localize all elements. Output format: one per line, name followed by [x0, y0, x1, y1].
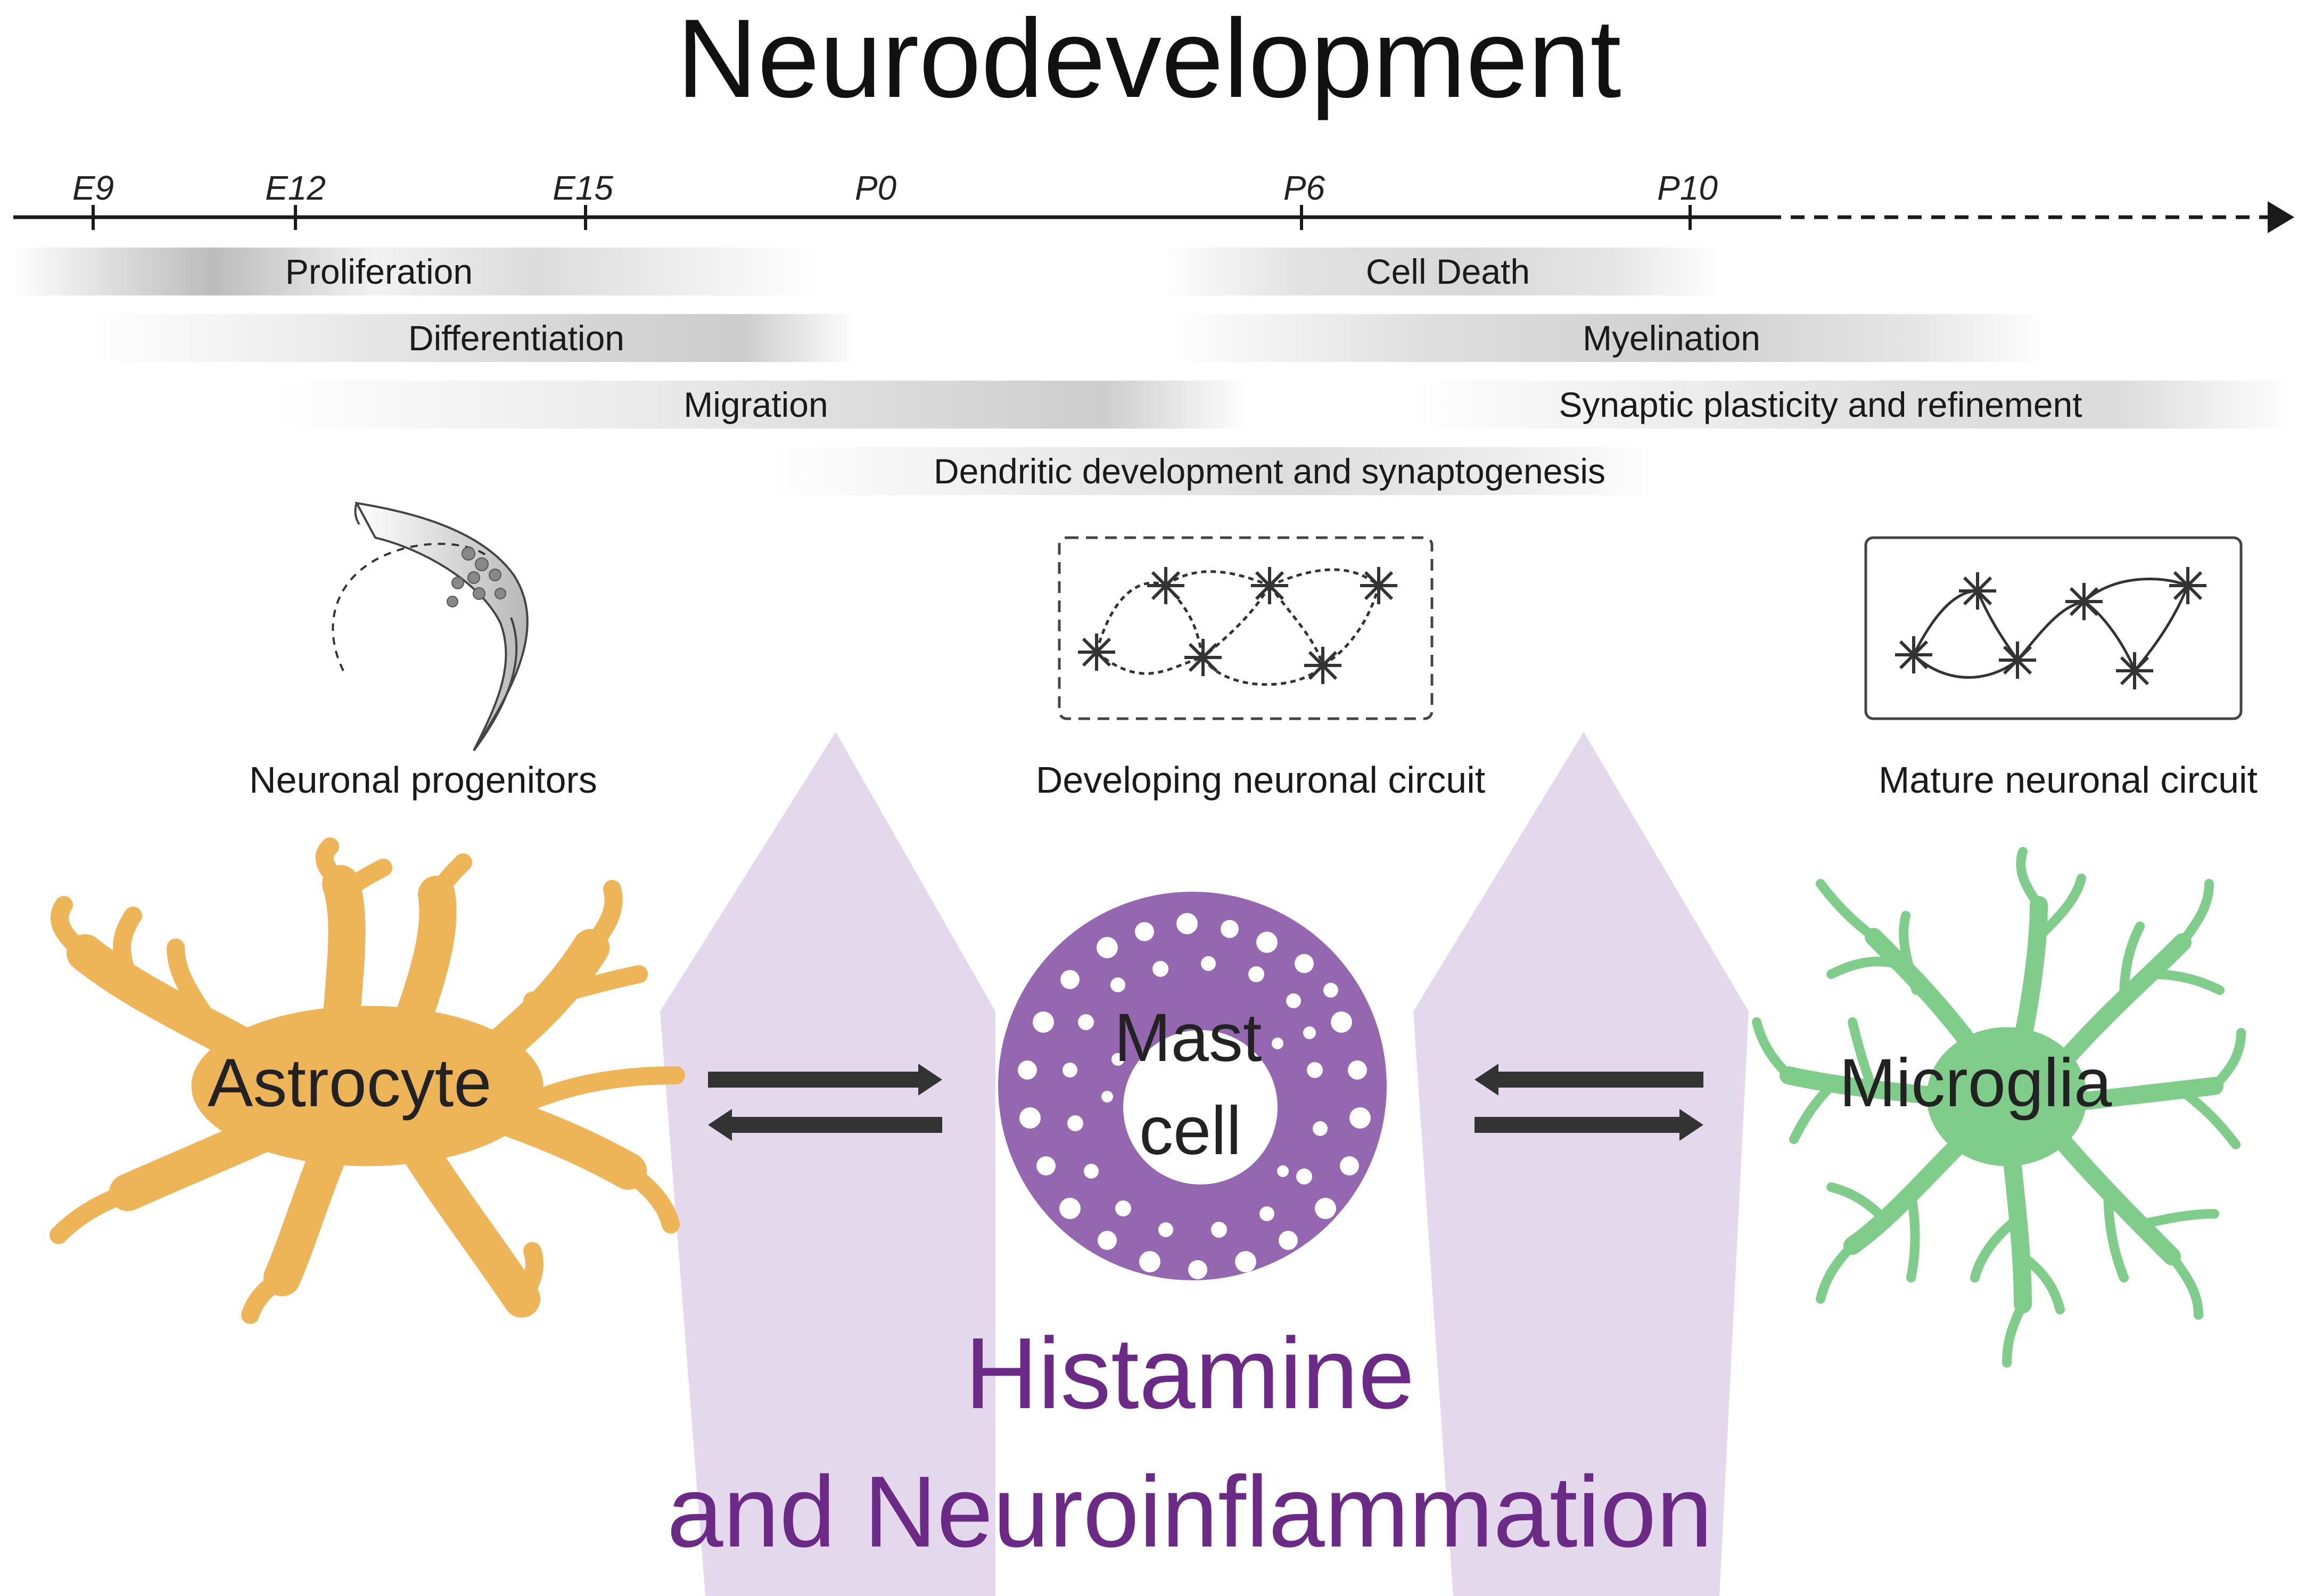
tick-label-e15: E15	[553, 169, 613, 207]
diagram-title: Neurodevelopment	[677, 0, 1621, 121]
right-highlight-shape	[1413, 732, 1749, 1596]
mature-circuit-illustration	[1864, 536, 2243, 720]
bar-myelination	[1171, 314, 2049, 362]
tick-label-p10: P10	[1657, 169, 1718, 207]
left-highlight-shape	[660, 732, 995, 1596]
timeline-axis	[13, 201, 2294, 233]
bar-differentiation	[90, 314, 857, 362]
bar-cell-death	[1160, 248, 1725, 295]
label-astrocyte: Astrocyte	[208, 1045, 492, 1121]
label-microglia: Microglia	[1839, 1045, 2112, 1121]
caption-developing-circuit: Developing neuronal circuit	[1035, 759, 1486, 801]
label-differentiation: Differentiation	[408, 318, 625, 358]
bar-migration	[269, 381, 1248, 429]
label-migration: Migration	[683, 385, 828, 424]
label-synaptic: Synaptic plasticity and refinement	[1559, 385, 2082, 424]
timeline-arrowhead	[2268, 201, 2294, 233]
label-dendritic: Dendritic development and synaptogenesis	[933, 451, 1606, 491]
bar-synaptic	[1405, 381, 2294, 429]
label-cell-death: Cell Death	[1365, 252, 1530, 291]
tick-label-e9: E9	[72, 169, 114, 207]
bar-dendritic	[767, 447, 1655, 495]
developing-circuit-illustration	[1058, 536, 1434, 720]
label-cell: cell	[1139, 1093, 1242, 1169]
caption-mature-circuit: Mature neuronal circuit	[1879, 759, 2258, 801]
bottom-title-line1: Histamine	[965, 1317, 1415, 1430]
tick-label-e12: E12	[265, 169, 326, 207]
tick-label-p6: P6	[1283, 169, 1325, 207]
bottom-title-line2: and Neuroinflammation	[666, 1455, 1713, 1568]
neuronal-progenitors-illustration	[332, 501, 529, 752]
tick-label-p0: P0	[854, 169, 897, 207]
label-myelination: Myelination	[1583, 318, 1760, 358]
label-mast: Mast	[1114, 1000, 1262, 1076]
caption-neuronal-progenitors: Neuronal progenitors	[249, 759, 597, 801]
label-proliferation: Proliferation	[285, 252, 473, 291]
bar-proliferation	[11, 248, 820, 295]
